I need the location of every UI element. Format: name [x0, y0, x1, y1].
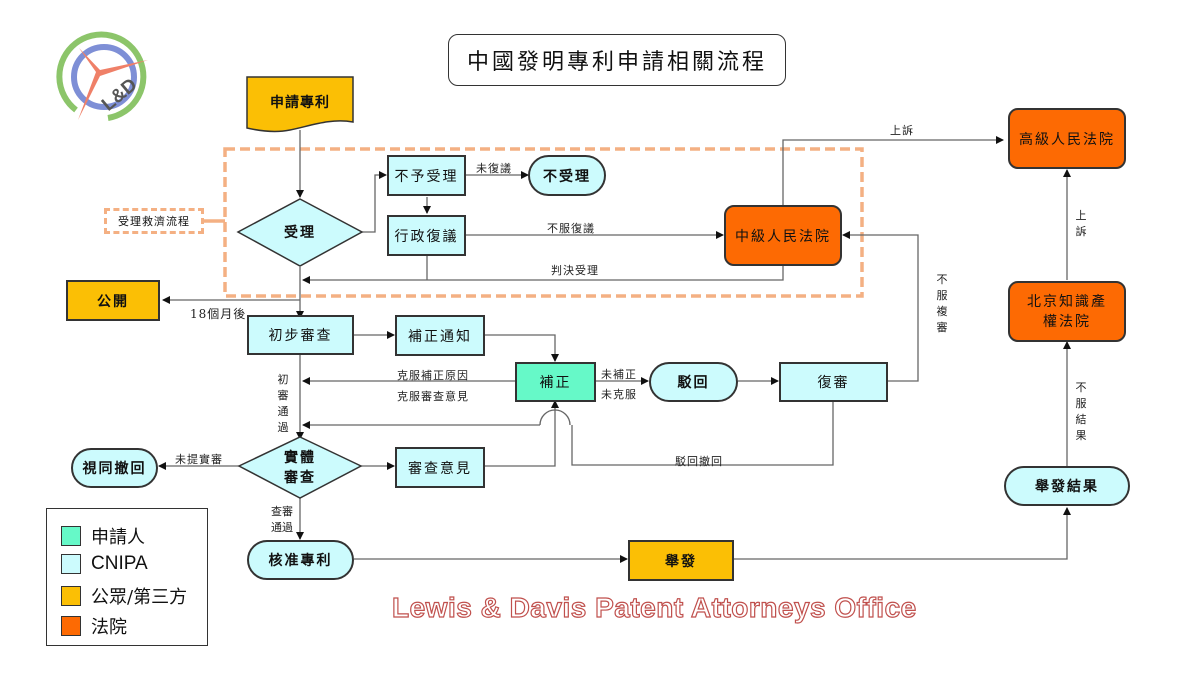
edge-rejection-withdrawn: [571, 401, 834, 466]
edge-label-18-months: 18個月後: [190, 307, 247, 321]
publication-node[interactable]: 公開: [66, 280, 160, 321]
edge-label-appeal-top: 上訴: [890, 124, 914, 137]
edge-invalidation-result: [734, 507, 1071, 560]
edge-judgment-accept: [302, 266, 784, 284]
not-accept-decision-node[interactable]: 不予受理: [387, 155, 466, 196]
edge-label-judgment-accept: 判決受理: [551, 264, 599, 277]
preliminary-exam-node[interactable]: 初步審查: [247, 315, 354, 355]
edge-label-overcome-correction: 克服補正原因: [397, 369, 469, 382]
edge-label-exam-passed: 查審通過: [271, 505, 293, 534]
edge-label-prelim-passed: 初審通過: [277, 373, 289, 434]
high-court-node[interactable]: 高級人民法院: [1008, 108, 1126, 169]
legend: 申請人 CNIPA 公眾/第三方 法院: [46, 508, 208, 646]
correction-notice-node[interactable]: 補正通知: [395, 315, 485, 356]
grant-patent-node[interactable]: 核准專利: [247, 540, 354, 580]
substantive-exam-label: 實體審查: [284, 450, 316, 486]
edge-label-not-corrected: 未補正: [601, 368, 637, 381]
page-title: 中國發明專利申請相關流程: [448, 34, 786, 86]
edge-label-disagree-reexam: 不服複審: [936, 273, 948, 334]
legend-swatch-public: [61, 586, 81, 606]
legend-swatch-applicant: [61, 526, 81, 546]
legend-item-applicant: 申請人: [61, 523, 145, 549]
legend-label: 法院: [91, 617, 127, 638]
admin-review-node[interactable]: 行政復議: [387, 215, 466, 256]
exam-opinion-node[interactable]: 審查意見: [395, 447, 485, 488]
deemed-withdrawn-node[interactable]: 視同撤回: [71, 448, 158, 488]
edge-acceptance-notaccept: [362, 171, 387, 233]
relief-group-label: 受理救濟流程: [104, 208, 204, 234]
acceptance-label: 受理: [284, 225, 316, 241]
correction-node[interactable]: 補正: [515, 362, 596, 402]
apply-patent-label: 申請專利: [270, 95, 330, 111]
legend-swatch-cnipa: [61, 554, 81, 574]
edge-label-rejection-withdrawn: 駁回撤回: [675, 455, 723, 468]
ld-logo-icon: L&D: [56, 31, 148, 121]
not-accepted-node[interactable]: 不受理: [528, 155, 606, 196]
edge-label-no-substantive: 未提實審: [175, 453, 223, 466]
rejection-node[interactable]: 駁回: [649, 362, 738, 402]
legend-label: CNIPA: [91, 553, 148, 574]
legend-label: 申請人: [91, 527, 145, 548]
apply-patent-shape[interactable]: [246, 76, 354, 133]
edge-label-not-overcome: 未克服: [601, 388, 637, 401]
legend-item-cnipa: CNIPA: [61, 553, 148, 575]
invalidation-request-node[interactable]: 舉發: [628, 540, 734, 581]
edge-label-disagree-review: 不服復議: [547, 222, 595, 235]
edge-opinion-correction: [485, 400, 559, 467]
legend-item-public: 公眾/第三方: [61, 583, 187, 609]
acceptance-diamond[interactable]: [236, 198, 364, 267]
edge-notice-correction: [485, 334, 559, 362]
watermark: Lewis & Davis Patent Attorneys Office: [391, 591, 917, 623]
legend-label: 公眾/第三方: [91, 587, 188, 608]
substantive-exam-diamond[interactable]: [237, 436, 363, 499]
reexamination-node[interactable]: 復審: [779, 362, 888, 402]
edge-reexam-court: [842, 231, 919, 382]
edge-label-no-review: 未復議: [476, 162, 512, 175]
invalidation-result-node[interactable]: 舉發結果: [1004, 466, 1130, 506]
legend-item-court: 法院: [61, 613, 127, 639]
legend-swatch-court: [61, 616, 81, 636]
intermediate-court-node[interactable]: 中級人民法院: [724, 205, 842, 266]
edge-label-overcome-opinion: 克服審查意見: [397, 390, 469, 403]
beijing-ip-court-node[interactable]: 北京知識產權法院: [1008, 281, 1126, 342]
edge-appeal-high: [782, 136, 1004, 205]
edge-label-disagree-result: 不服結果: [1075, 381, 1087, 442]
edge-label-appeal-side: 上訴: [1075, 209, 1087, 238]
